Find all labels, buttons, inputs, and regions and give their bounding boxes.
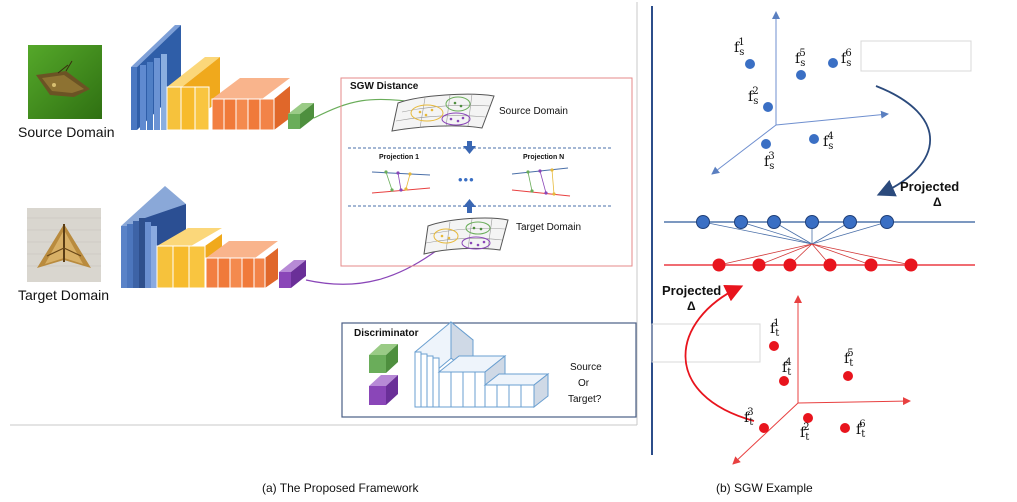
- discriminator-box: [341, 322, 637, 418]
- source-conv-blue: [131, 25, 181, 130]
- source-network: [131, 25, 314, 131]
- projection-ellipsis: •••: [458, 172, 475, 187]
- projection-1-label: Projection 1: [379, 154, 420, 161]
- label-fs2: fs2: [748, 86, 759, 107]
- projected-label-top: Projected: [900, 179, 960, 194]
- source-conv-orange: [211, 78, 290, 131]
- sgw-up-arrow: [463, 199, 476, 213]
- disc-feature-purple: [369, 375, 398, 405]
- label-ft1: ft1: [770, 318, 780, 339]
- discriminator-title: Discriminator: [354, 328, 419, 339]
- target-moth-image: [27, 208, 101, 282]
- panel-b-box-mid: [651, 323, 761, 363]
- label-ft6: ft6: [856, 419, 866, 440]
- sgw-down-arrow: [463, 141, 476, 154]
- label-fs3: fs3: [764, 151, 775, 172]
- source-domain-label: Source Domain: [18, 124, 115, 140]
- label-ft2: ft2: [800, 422, 810, 443]
- label-fs4: fs4: [823, 131, 834, 152]
- disc-feature-green: [369, 344, 398, 373]
- label-ft4: ft4: [782, 357, 792, 378]
- projection-n-label: Projection N: [523, 154, 565, 161]
- target-conv-orange: [205, 241, 278, 289]
- projected-source-points: [696, 215, 894, 229]
- label-ft5: ft5: [844, 348, 854, 369]
- delta-label-top: Δ: [933, 195, 942, 209]
- disc-question-2: Or: [578, 378, 590, 389]
- caption-b: (b) SGW Example: [716, 481, 813, 495]
- target-points: [759, 341, 853, 433]
- sgw-box: [340, 77, 633, 267]
- source-conv-yellow: [166, 57, 220, 131]
- transport-lines-blue: [702, 221, 888, 245]
- panel-b-box-top: [860, 40, 972, 72]
- target-to-sgw-link: [305, 247, 441, 285]
- sgw-source-manifold: [391, 93, 495, 132]
- projected-label-bottom: Projected: [662, 283, 722, 298]
- projection-arrow-source: [875, 85, 931, 197]
- sgw-target-manifold: [423, 217, 509, 255]
- sgw-target-label: Target Domain: [516, 222, 582, 233]
- projection-n-sketch: [511, 167, 571, 197]
- sgw-title: SGW Distance: [350, 81, 419, 92]
- delta-label-bottom: Δ: [687, 299, 696, 313]
- source-feature-green: [288, 103, 314, 129]
- sgw-source-label: Source Domain: [499, 106, 568, 117]
- target-feature-purple: [279, 260, 306, 288]
- disc-network: [414, 320, 550, 409]
- label-fs6: fs6: [841, 48, 852, 69]
- label-fs5: fs5: [795, 48, 806, 69]
- caption-a: (a) The Proposed Framework: [262, 481, 419, 495]
- projection-1-sketch: [371, 170, 431, 194]
- label-fs1: fs1: [734, 37, 745, 58]
- target-domain-label: Target Domain: [18, 287, 110, 303]
- source-moth-image: [28, 45, 102, 119]
- projected-target-points: [712, 258, 918, 272]
- disc-question-1: Source: [570, 362, 602, 373]
- source-axes: [711, 11, 889, 175]
- disc-question-3: Target?: [568, 394, 602, 405]
- transport-lines-red: [718, 243, 912, 266]
- label-ft3: ft3: [744, 407, 754, 428]
- target-network: [121, 186, 306, 289]
- source-points: [745, 58, 838, 149]
- target-axes: [732, 295, 911, 465]
- projection-arrow-target: [684, 285, 755, 422]
